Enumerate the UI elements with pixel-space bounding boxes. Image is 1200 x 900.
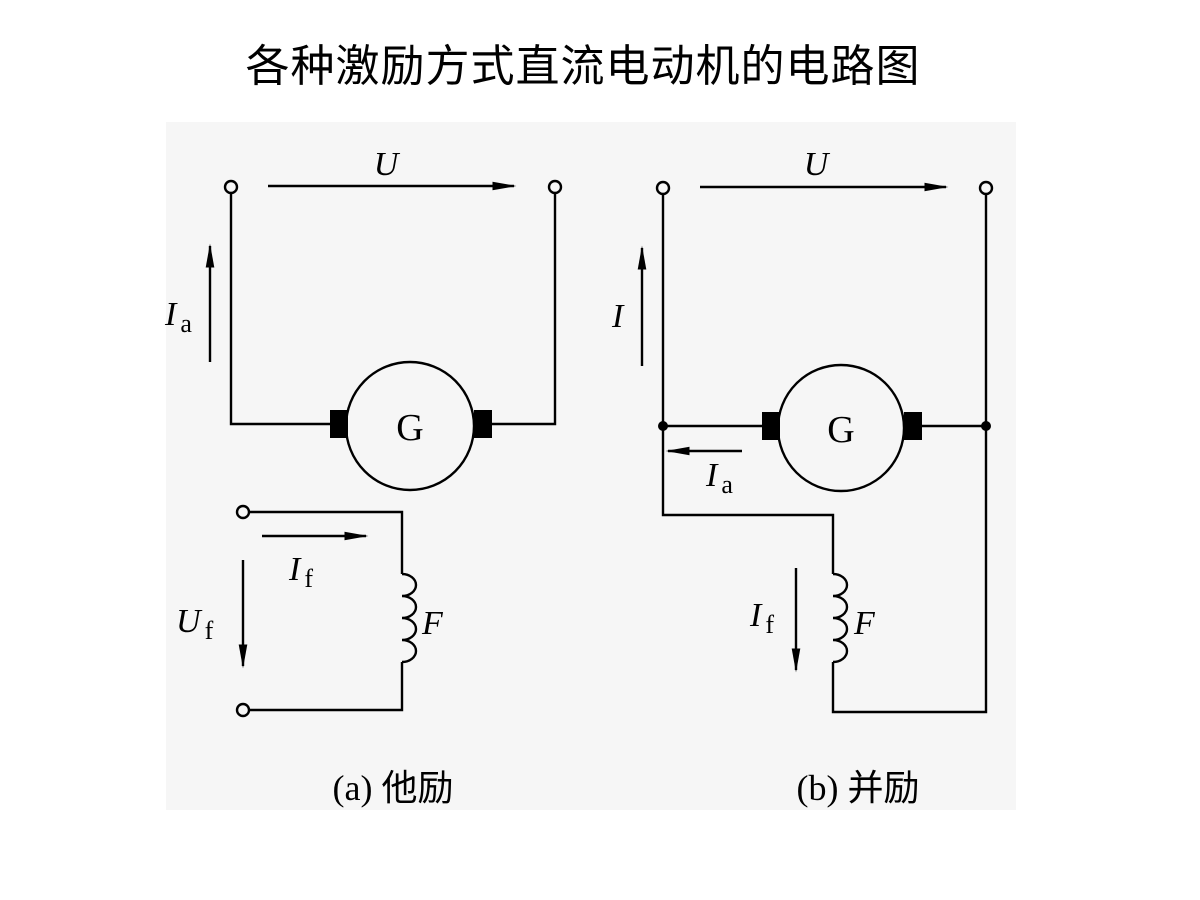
brush-b-right	[904, 412, 922, 440]
field-winding-a	[401, 572, 418, 664]
armature-circle-a	[344, 360, 476, 492]
slide-title: 各种激励方式直流电动机的电路图	[245, 41, 921, 92]
terminal-a-left	[223, 179, 239, 195]
brush-a-right	[474, 410, 492, 438]
voltage-label-b: U	[804, 146, 831, 183]
armature-label-a: G	[396, 407, 423, 449]
armature-circle-b	[776, 363, 906, 493]
line-current-label-b: I	[611, 298, 625, 335]
brush-a-left	[330, 410, 348, 438]
caption-a: (a) 他励	[333, 768, 454, 808]
node-b-left	[658, 421, 668, 431]
field-terminal-a-bottom	[235, 702, 251, 718]
figure-panel	[166, 122, 1016, 810]
wire-b-left	[661, 194, 835, 574]
field-wire-a	[249, 510, 404, 712]
voltage-label-a: U	[374, 146, 401, 183]
terminal-b-right	[978, 180, 994, 196]
field-terminal-a-top	[235, 504, 251, 520]
wire-b-right	[831, 194, 988, 714]
wire-a-left	[229, 193, 330, 426]
winding-label-a: F	[421, 605, 444, 642]
caption-b: (b) 并励	[797, 768, 920, 808]
wire-a-right	[492, 193, 557, 426]
field-winding-b	[832, 572, 849, 664]
terminal-b-left	[655, 180, 671, 196]
armature-label-b: G	[827, 409, 854, 451]
brush-b-left	[762, 412, 780, 440]
terminal-a-right	[547, 179, 563, 195]
node-b-right	[981, 421, 991, 431]
winding-label-b: F	[853, 605, 876, 642]
